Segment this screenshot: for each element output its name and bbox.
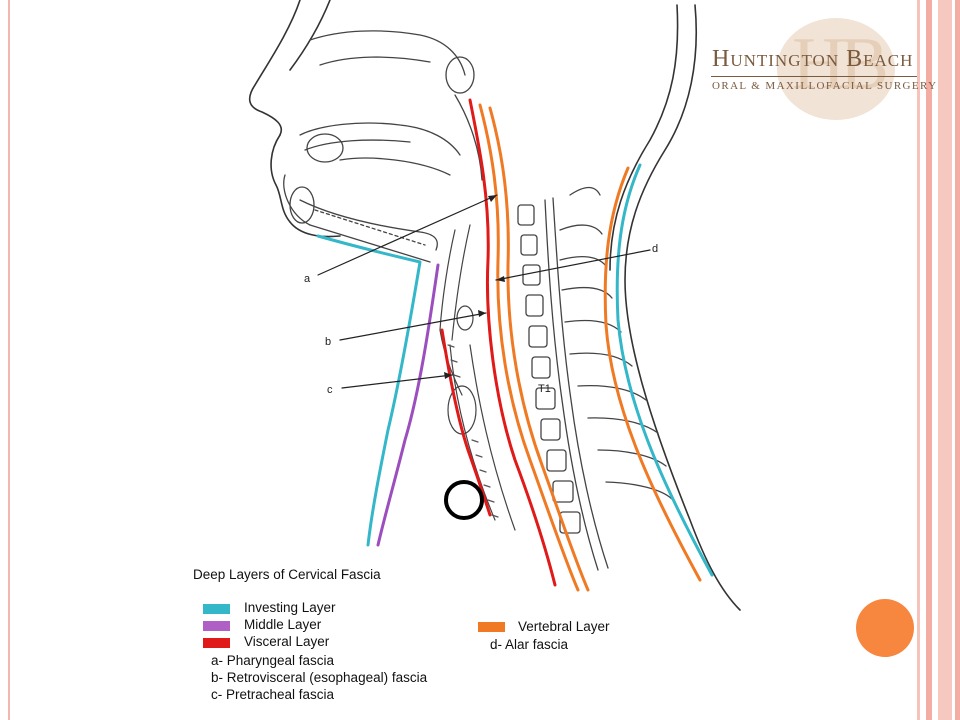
legend-item-middle: Middle Layer <box>244 617 322 632</box>
label-a: a <box>304 273 311 285</box>
vertebral-column <box>517 204 581 534</box>
trachea-rings <box>447 344 499 518</box>
spinal-canal <box>544 197 609 571</box>
nasal-palate <box>299 30 483 181</box>
logo-monogram: HB <box>792 23 889 105</box>
label-pointers <box>317 194 651 389</box>
frame-border-right <box>955 0 960 720</box>
accent-dot <box>856 599 914 657</box>
legend-subitem-b: b- Retrovisceral (esophageal) fascia <box>211 670 428 685</box>
legend-item-visceral: Visceral Layer <box>244 634 330 649</box>
legend-swatch-investing <box>203 604 230 614</box>
legend-swatch-vertebral <box>478 622 505 632</box>
frame-border-right <box>917 0 920 720</box>
legend-subitem-c: c- Pretracheal fascia <box>211 687 335 702</box>
frame-border-right <box>926 0 932 720</box>
legend-item-vertebral: Vertebral Layer <box>518 619 610 634</box>
logo-divider <box>711 76 917 77</box>
label-t1: T1 <box>538 383 551 395</box>
frame-border-right <box>938 0 952 720</box>
head-outline <box>248 0 741 611</box>
label-b: b <box>325 336 331 348</box>
investing-layer-lines <box>316 163 714 577</box>
legend-swatch-visceral <box>203 638 230 648</box>
logo-subtitle: ORAL & MAXILLOFACIAL SURGERY <box>712 80 938 92</box>
middle-layer-line <box>376 263 440 547</box>
larynx-trachea <box>439 224 516 531</box>
label-c: c <box>327 384 333 396</box>
label-d: d <box>652 243 658 255</box>
frame-border-left <box>8 0 10 720</box>
vertebral-layer-lines <box>478 103 702 592</box>
legend-subitem-d: d- Alar fascia <box>490 637 569 652</box>
legend-subitem-a: a- Pharyngeal fascia <box>211 653 335 668</box>
spinous-processes <box>559 186 673 500</box>
legend-swatch-middle <box>203 621 230 631</box>
logo-circle <box>777 18 895 120</box>
mandible <box>283 174 438 263</box>
logo-title: Huntington Beach <box>712 46 914 72</box>
legend-title: Deep Layers of Cervical Fascia <box>193 567 381 582</box>
label-arrowheads <box>444 195 505 379</box>
visceral-layer-lines <box>440 98 557 587</box>
annotation-circle <box>444 480 484 520</box>
legend-item-investing: Investing Layer <box>244 600 336 615</box>
